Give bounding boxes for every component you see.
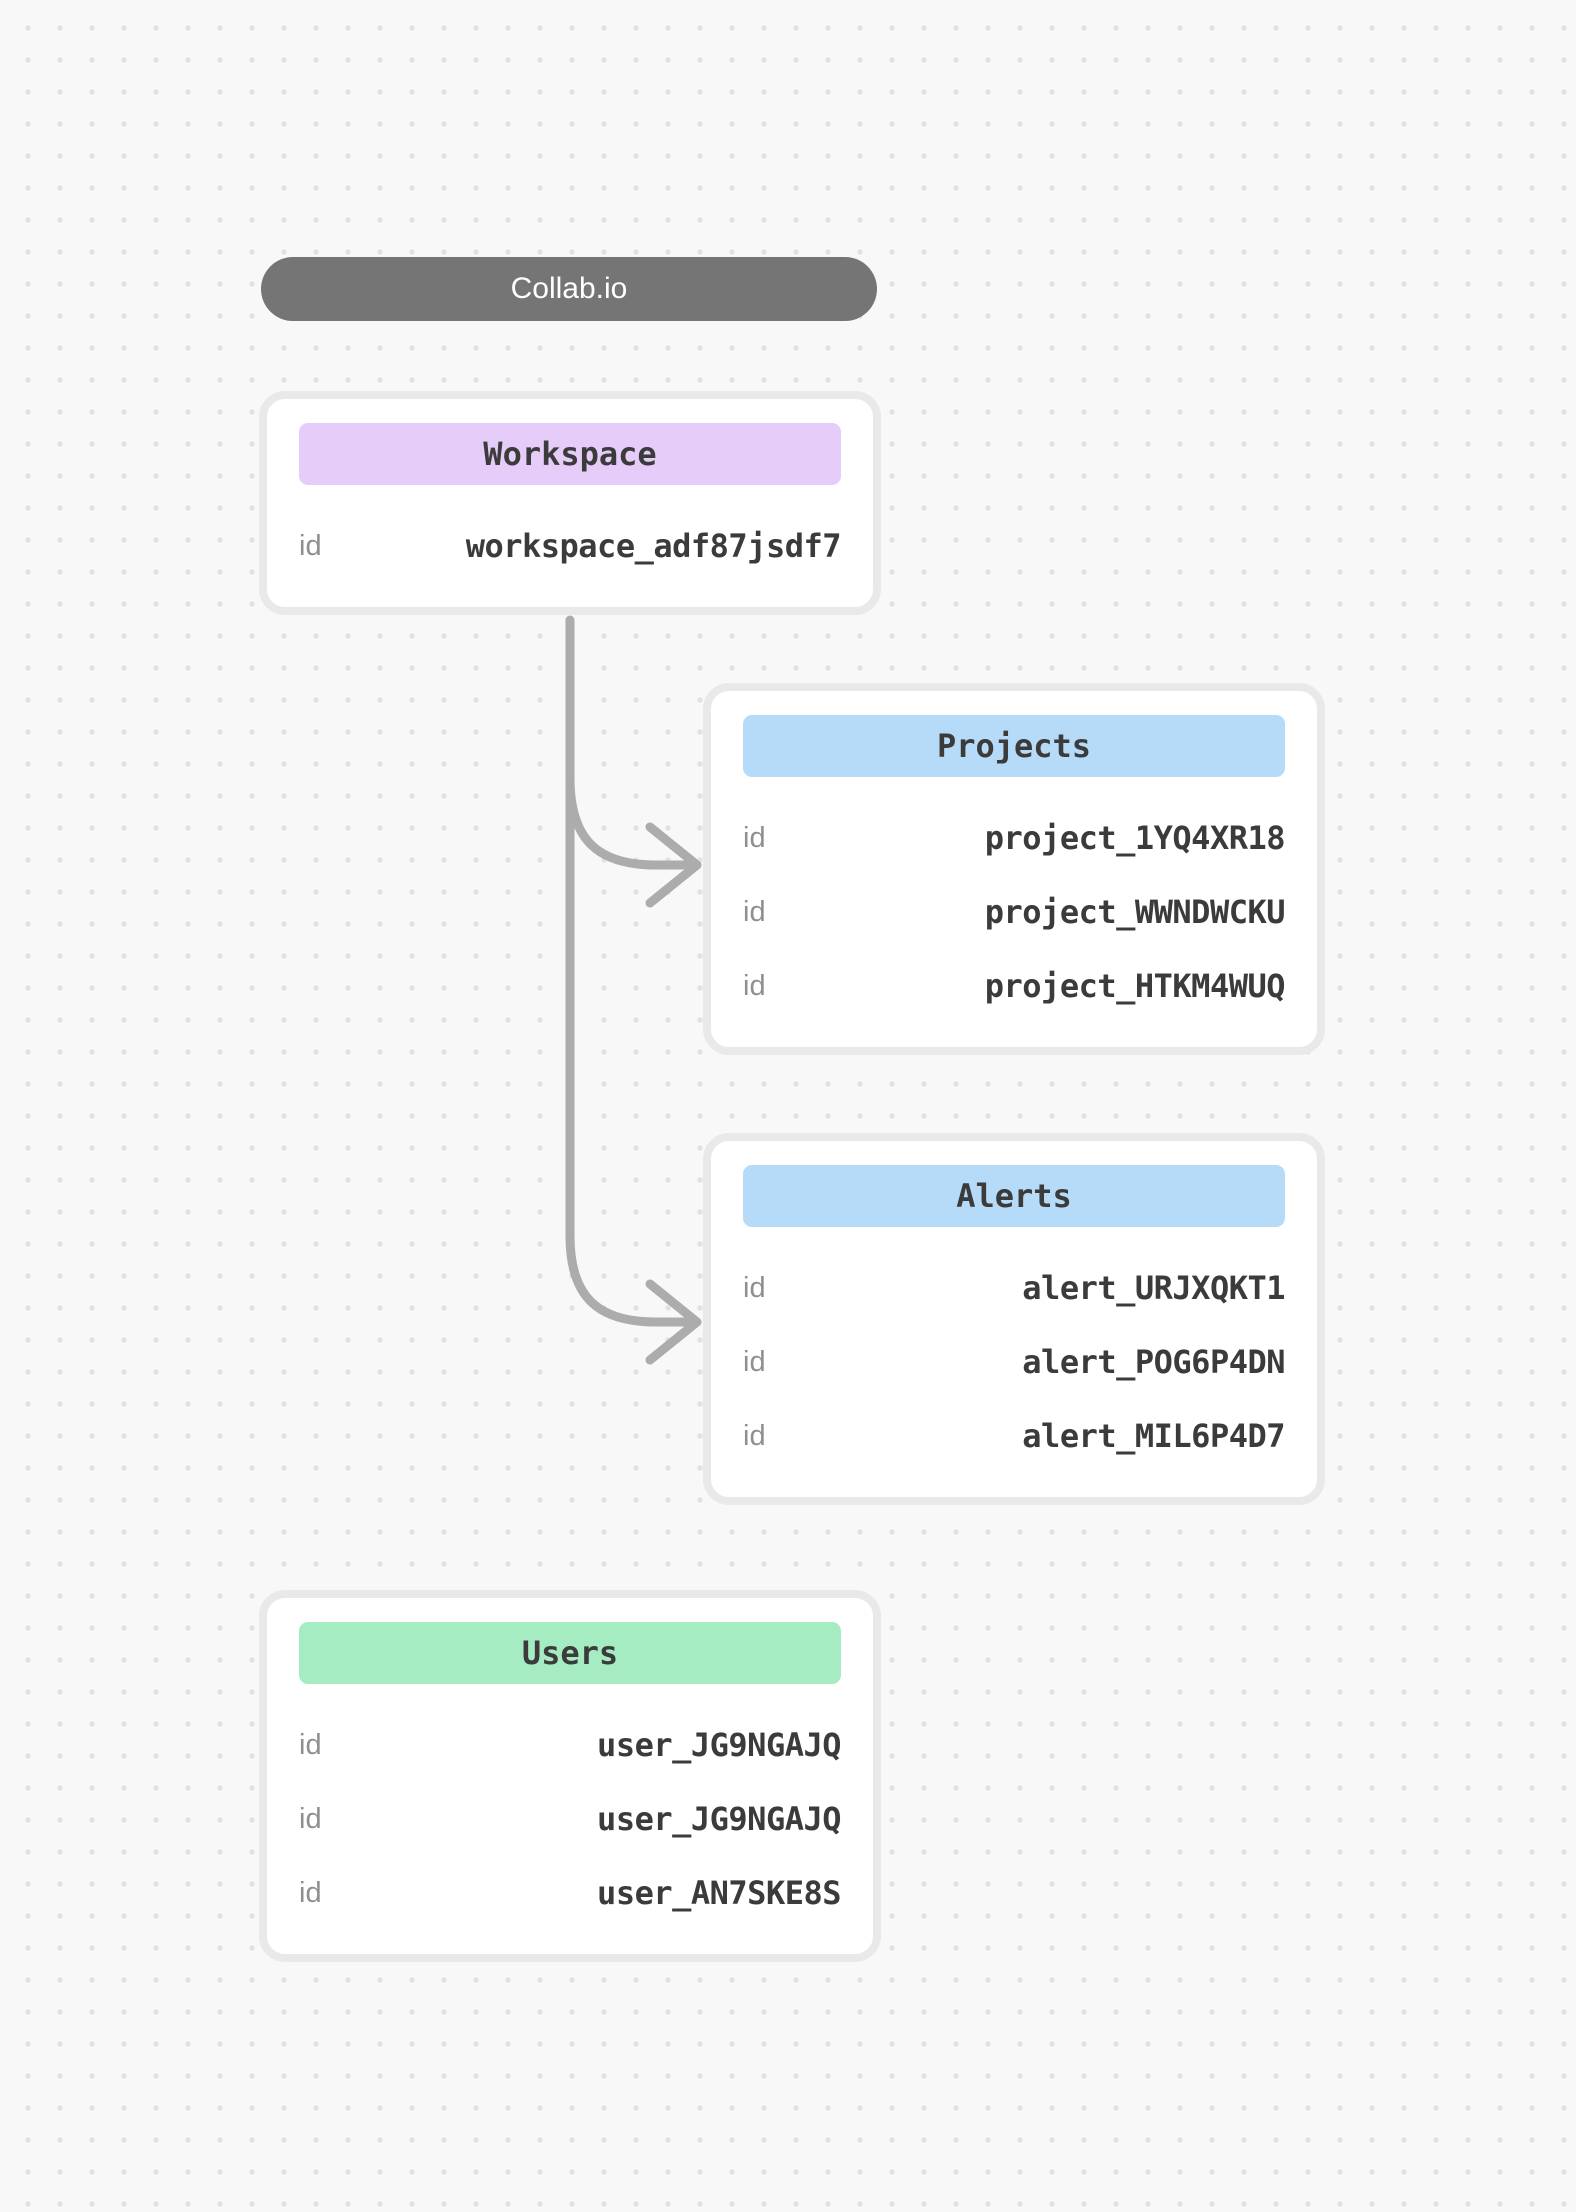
field-row: id project_1YQ4XR18 — [743, 801, 1286, 875]
entity-title: Users — [521, 1634, 619, 1672]
entity-header-users: Users — [299, 1622, 841, 1684]
field-label: id — [743, 821, 766, 854]
field-value: project_1YQ4XR18 — [984, 819, 1286, 857]
field-label: id — [743, 1345, 766, 1378]
field-value: user_JG9NGAJQ — [597, 1726, 841, 1764]
field-value: workspace_adf87jsdf7 — [465, 527, 842, 565]
connector-line — [565, 615, 691, 1327]
field-value: project_WWNDWCKU — [984, 893, 1286, 931]
field-label: id — [299, 1728, 322, 1761]
app-title: Collab.io — [510, 272, 628, 305]
entity-title: Workspace — [483, 435, 657, 473]
connector-workspace-projects — [565, 773, 702, 908]
field-label: id — [299, 1876, 322, 1909]
entity-card-alerts[interactable]: Alerts id alert_URJXQKT1 id alert_POG6P4… — [703, 1133, 1325, 1505]
entity-title: Projects — [936, 727, 1092, 765]
field-label: id — [743, 1419, 766, 1452]
field-value: alert_POG6P4DN — [1022, 1343, 1285, 1381]
entity-card-projects[interactable]: Projects id project_1YQ4XR18 id project_… — [703, 683, 1325, 1055]
arrowhead-icon — [645, 822, 702, 908]
entity-card-users[interactable]: Users id user_JG9NGAJQ id user_JG9NGAJQ … — [259, 1590, 881, 1962]
field-value: project_HTKM4WUQ — [984, 967, 1286, 1005]
field-row: id alert_URJXQKT1 — [743, 1251, 1285, 1325]
entity-header-workspace: Workspace — [299, 423, 841, 485]
field-label: id — [743, 969, 766, 1002]
field-row: id user_AN7SKE8S — [299, 1856, 841, 1930]
field-row: id user_JG9NGAJQ — [299, 1782, 841, 1856]
entity-card-workspace[interactable]: Workspace id workspace_adf87jsdf7 — [259, 391, 881, 615]
app-title-pill[interactable]: Collab.io — [261, 257, 877, 321]
field-row: id project_WWNDWCKU — [743, 875, 1286, 949]
field-label: id — [743, 1271, 766, 1304]
field-value: alert_URJXQKT1 — [1022, 1269, 1285, 1307]
arrowhead-icon — [645, 1279, 702, 1365]
field-value: user_JG9NGAJQ — [597, 1800, 841, 1838]
connector-line — [565, 773, 691, 870]
field-row: id project_HTKM4WUQ — [743, 949, 1286, 1023]
field-row: id user_JG9NGAJQ — [299, 1708, 841, 1782]
entity-title: Alerts — [956, 1177, 1072, 1215]
field-label: id — [299, 529, 322, 562]
field-label: id — [743, 895, 766, 928]
connector-workspace-alerts — [565, 615, 702, 1365]
field-row: id alert_MIL6P4D7 — [743, 1399, 1285, 1473]
field-value: user_AN7SKE8S — [597, 1874, 841, 1912]
field-value: alert_MIL6P4D7 — [1022, 1417, 1285, 1455]
field-row: id alert_POG6P4DN — [743, 1325, 1285, 1399]
field-row: id workspace_adf87jsdf7 — [299, 509, 842, 583]
entity-header-alerts: Alerts — [743, 1165, 1285, 1227]
entity-header-projects: Projects — [743, 715, 1285, 777]
field-label: id — [299, 1802, 322, 1835]
